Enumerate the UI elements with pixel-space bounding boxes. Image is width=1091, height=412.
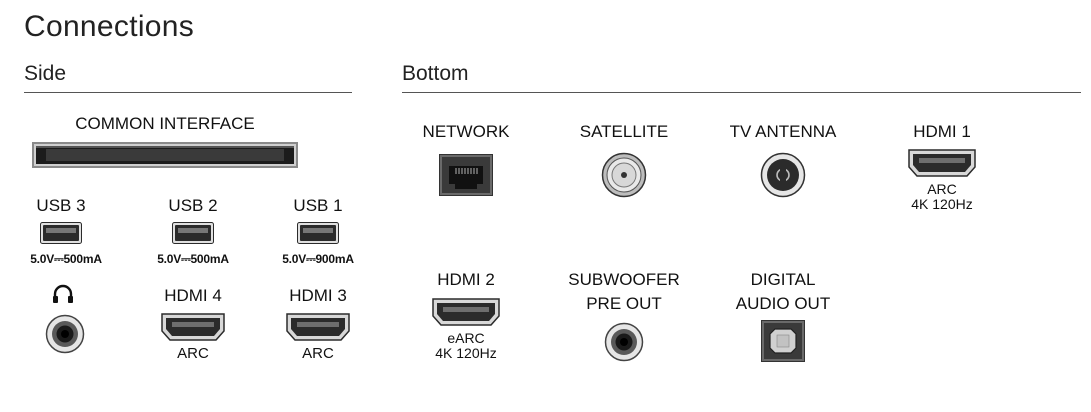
satellite-label: SATELLITE — [579, 122, 669, 141]
audio-jack-icon — [604, 322, 644, 362]
hdmi3-sub: ARC — [302, 345, 334, 362]
side-section-label: Side — [24, 62, 67, 85]
common-interface-label: COMMON INTERFACE — [75, 114, 255, 133]
audio-jack-icon — [45, 314, 85, 354]
usb1-label: USB 1 — [293, 196, 343, 215]
network-label: NETWORK — [422, 122, 510, 141]
ethernet-port-icon — [439, 154, 493, 196]
side-divider — [24, 92, 352, 93]
hdmi2-sub1: eARC — [447, 330, 485, 346]
ci-slot-icon — [32, 142, 298, 168]
usb1-power: 5.0V⎓900mA — [282, 252, 354, 266]
hdmi2-sub2: 4K 120Hz — [435, 345, 497, 361]
antenna-connector-icon — [760, 152, 806, 198]
usb-port-icon — [172, 222, 214, 244]
hdmi4-label: HDMI 4 — [164, 286, 222, 305]
digital-audio-label-line1: DIGITAL — [750, 270, 816, 289]
digital-audio-label-line2: AUDIO OUT — [735, 294, 831, 313]
subwoofer-label-line1: SUBWOOFER — [568, 270, 680, 289]
hdmi1-label: HDMI 1 — [913, 122, 971, 141]
subwoofer-label-line2: PRE OUT — [586, 294, 662, 313]
usb3-label: USB 3 — [36, 196, 86, 215]
hdmi4-sub: ARC — [177, 345, 209, 362]
hdmi2-label: HDMI 2 — [437, 270, 495, 289]
usb2-power: 5.0V⎓500mA — [157, 252, 229, 266]
hdmi-port-icon — [285, 312, 351, 342]
usb-port-icon — [40, 222, 82, 244]
hdmi3-label: HDMI 3 — [289, 286, 347, 305]
optical-port-icon — [761, 320, 805, 362]
hdmi1-sub2: 4K 120Hz — [911, 196, 973, 212]
usb2-label: USB 2 — [168, 196, 218, 215]
page-title: Connections — [24, 10, 195, 43]
usb3-power: 5.0V⎓500mA — [30, 252, 102, 266]
tv-antenna-label: TV ANTENNA — [729, 122, 837, 141]
usb-port-icon — [297, 222, 339, 244]
bottom-divider — [402, 92, 1081, 93]
headphones-icon — [52, 284, 74, 304]
hdmi-port-icon — [160, 312, 226, 342]
hdmi-port-icon — [907, 148, 977, 178]
hdmi1-sub1: ARC — [927, 181, 957, 197]
hdmi-port-icon — [431, 297, 501, 327]
bottom-section-label: Bottom — [402, 62, 469, 85]
f-connector-icon — [601, 152, 647, 198]
